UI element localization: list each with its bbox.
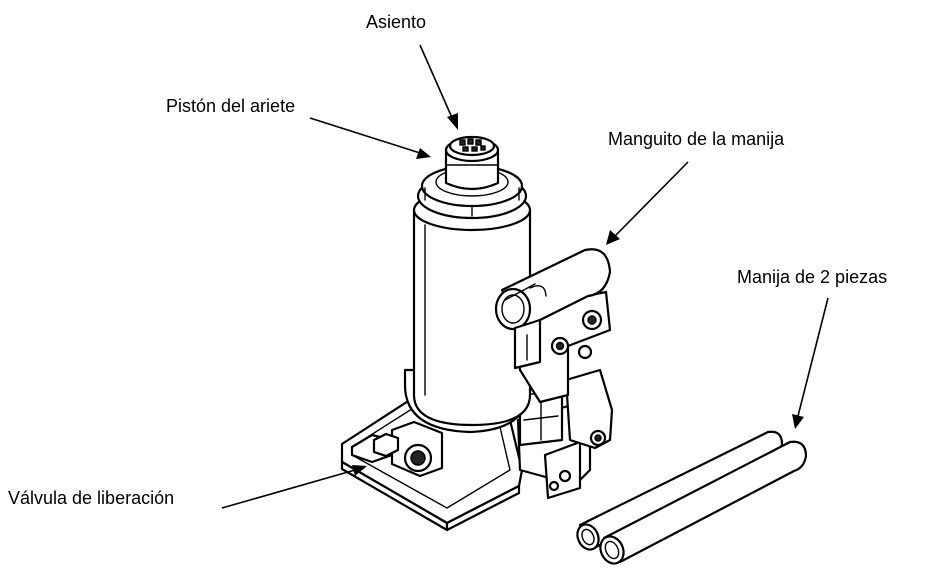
leader-two-piece-handle bbox=[792, 297, 829, 429]
leader-handle-sleeve bbox=[606, 161, 689, 245]
leader-ram-piston bbox=[309, 117, 431, 159]
label-seat: Asiento bbox=[366, 12, 426, 32]
label-handle-sleeve: Manguito de la manija bbox=[608, 129, 785, 149]
leader-release-valve bbox=[221, 465, 367, 509]
main-cylinder bbox=[403, 135, 532, 434]
handle-sleeve bbox=[494, 248, 612, 404]
label-release-valve: Válvula de liberación bbox=[8, 488, 174, 508]
label-ram-piston: Pistón del ariete bbox=[166, 96, 295, 116]
label-two-piece-handle: Manija de 2 piezas bbox=[737, 267, 887, 287]
release-valve bbox=[372, 420, 444, 478]
two-piece-handle bbox=[576, 430, 808, 565]
leader-seat bbox=[419, 44, 458, 130]
